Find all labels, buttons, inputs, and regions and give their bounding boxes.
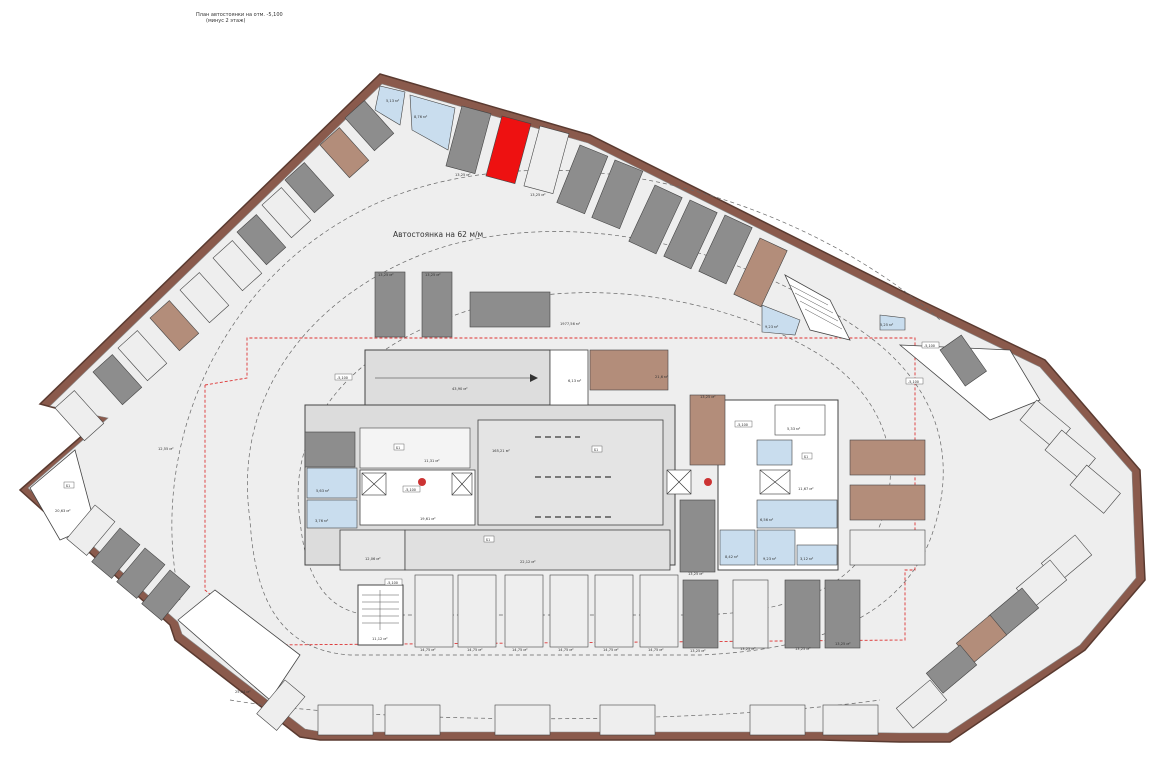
svg-text:3,76 м²: 3,76 м² [315,519,329,523]
svg-text:Б1: Б1 [66,484,70,488]
svg-text:-5,100: -5,100 [908,380,919,384]
svg-text:6,56 м²: 6,56 м² [760,518,774,522]
svg-text:25,94 м²: 25,94 м² [235,690,251,694]
svg-text:5,33 м²: 5,33 м² [787,427,801,431]
svg-text:-5,100: -5,100 [387,581,398,585]
svg-text:8,76 м²: 8,76 м² [414,115,428,119]
svg-text:13,25 м²: 13,25 м² [455,173,471,177]
svg-text:-5,100: -5,100 [337,376,348,380]
svg-text:14,75 м²: 14,75 м² [603,648,619,652]
svg-text:11,12 м²: 11,12 м² [372,637,388,641]
stall-row-southwest [66,504,306,731]
svg-text:5,25 м²: 5,25 м² [880,323,894,327]
level-tags [334,341,940,586]
svg-text:5,13 м²: 5,13 м² [386,99,400,103]
stall-cluster-east [849,439,926,566]
svg-text:Б1: Б1 [396,446,400,450]
svg-text:14,75 м²: 14,75 м² [467,648,483,652]
stall-row-east [895,334,1121,729]
right-technical-block [666,399,839,571]
level-tag-text: -5,100 -5,100 -5,100 -5,100 -5,100 -5,10… [337,344,935,585]
selected-stall[interactable] [485,115,532,185]
stairwell [357,584,404,646]
svg-text:11,67 м²: 11,67 м² [798,487,814,491]
plan-title: План автостоянки на отм. -5,100 [196,12,283,18]
svg-text:13,25 м²: 13,25 м² [700,395,716,399]
svg-text:-5,100: -5,100 [737,423,748,427]
svg-text:13,25 м²: 13,25 м² [425,273,441,277]
svg-text:9,23 м²: 9,23 м² [765,325,779,329]
svg-text:13,25 м²: 13,25 м² [690,649,706,653]
svg-text:20,63 м²: 20,63 м² [55,509,71,513]
plan-subtitle: (минус 2 этаж) [206,18,246,24]
svg-text:21,6 м²: 21,6 м² [655,375,669,379]
svg-text:-5,100: -5,100 [405,488,416,492]
svg-text:Б1: Б1 [486,538,490,542]
svg-text:5,63 м²: 5,63 м² [316,489,330,493]
accessible-icon [418,478,712,486]
stairwell-ne [784,274,851,341]
svg-text:3,12 м²: 3,12 м² [800,557,814,561]
svg-text:11,31 м²: 11,31 м² [424,459,440,463]
svg-text:14,75 м²: 14,75 м² [420,648,436,652]
svg-text:14,75 м²: 14,75 м² [512,648,528,652]
svg-text:9,23 м²: 9,23 м² [763,557,777,561]
parking-stalls [54,100,1121,736]
svg-text:22,12 м²: 22,12 м² [520,560,536,564]
svg-text:19,61 м²: 19,61 м² [420,517,436,521]
stall-cluster-center [304,271,726,573]
svg-text:43,90 м²: 43,90 м² [452,387,468,391]
svg-text:12,06 м²: 12,06 м² [365,557,381,561]
area-labels: 5,13 м² 8,76 м² 1977,56 м² 43,90 м² 6,13… [55,99,894,694]
stall-row-west [54,100,395,442]
central-core [304,404,676,571]
svg-text:12,55 м²: 12,55 м² [158,447,174,451]
svg-text:13,25 м²: 13,25 м² [688,572,704,576]
stall-row-south-inner [414,574,861,649]
room-tags: Б1 Б1 Б1 Б1 Б1 [63,443,813,543]
svg-text:13,25 м²: 13,25 м² [795,647,811,651]
svg-text:13,25 м²: 13,25 м² [378,273,394,277]
svg-text:1977,56 м²: 1977,56 м² [560,322,581,326]
svg-text:6,13 м²: 6,13 м² [568,379,582,383]
svg-text:-5,100: -5,100 [924,344,935,348]
stall-row-south-outer [317,704,879,736]
svg-text:14,75 м²: 14,75 м² [648,648,664,652]
parking-capacity-label: Автостоянка на 62 м/м [393,230,483,239]
svg-text:13,25 м²: 13,25 м² [835,642,851,646]
svg-text:13,25 м²: 13,25 м² [530,193,546,197]
stall-row-north [445,105,788,308]
svg-text:Б1: Б1 [594,448,598,452]
ramp [364,349,589,406]
svg-text:8,42 м²: 8,42 м² [725,555,739,559]
svg-text:Б1: Б1 [804,455,808,459]
svg-text:14,75 м²: 14,75 м² [558,648,574,652]
svg-text:13,25 м²: 13,25 м² [740,647,756,651]
perimeter-tech-rooms [374,85,906,336]
svg-text:165,21 м²: 165,21 м² [492,449,510,453]
